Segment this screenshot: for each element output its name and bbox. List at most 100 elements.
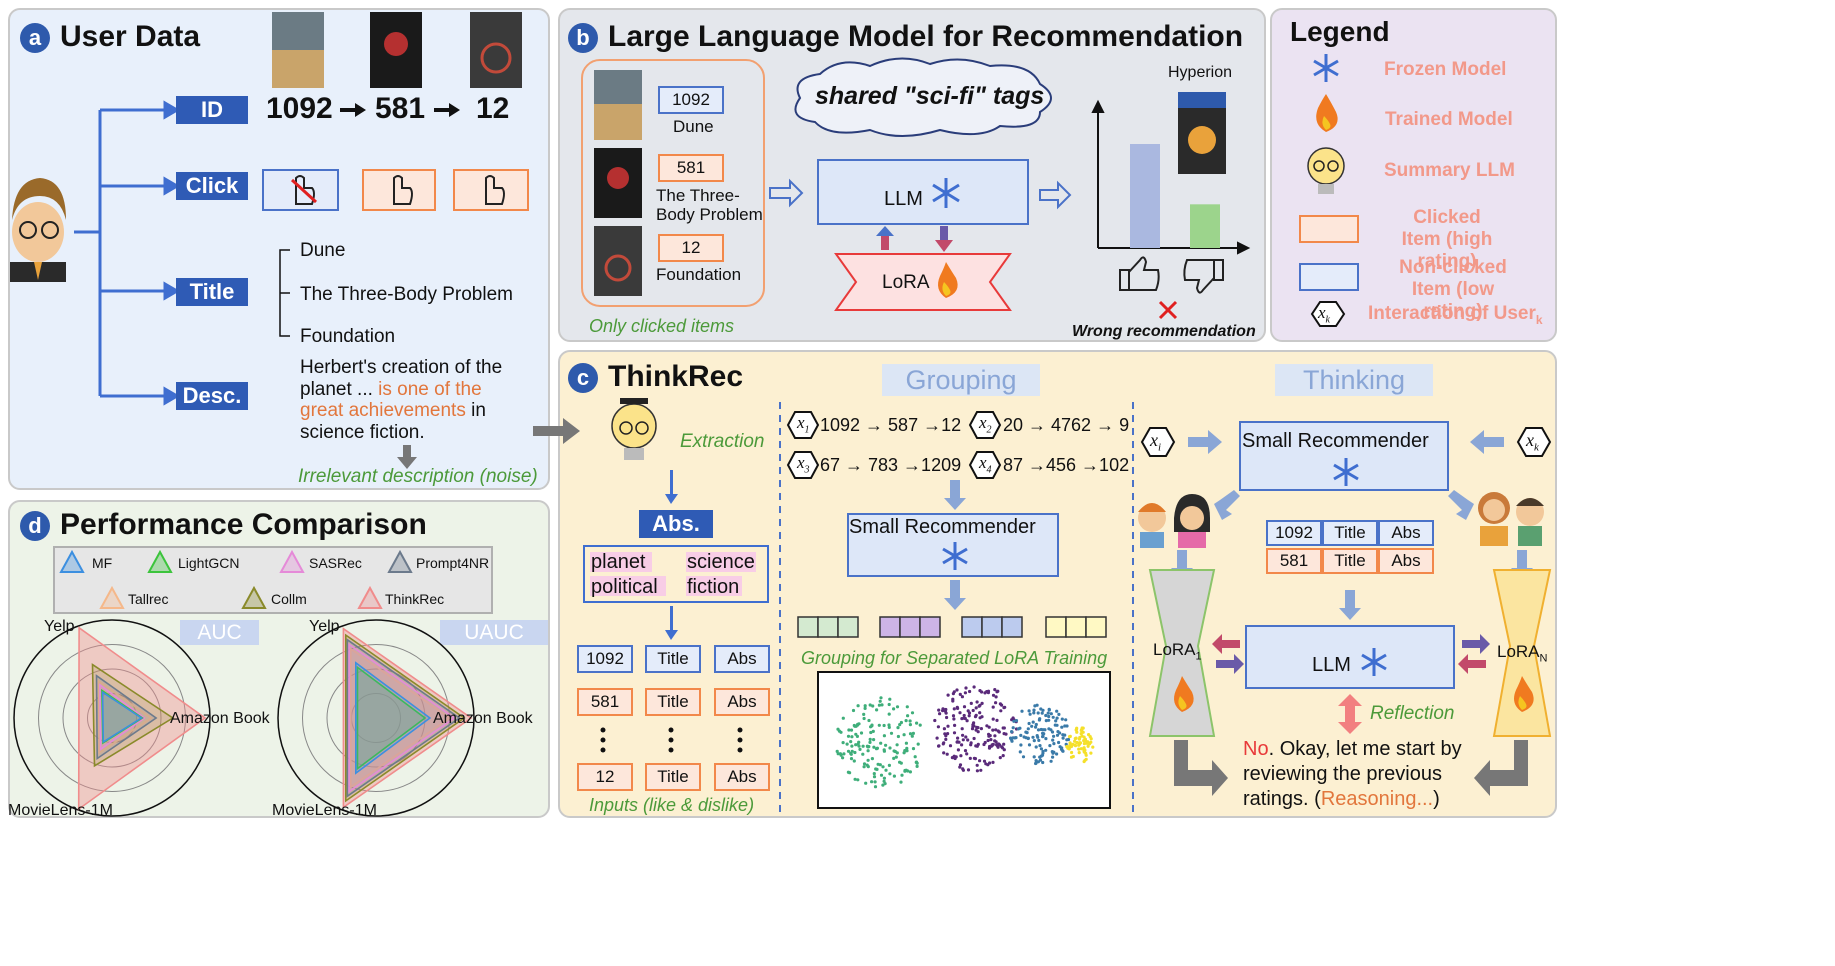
scatter-point xyxy=(1089,737,1093,741)
scatter-point xyxy=(846,749,851,753)
scatter-point xyxy=(1055,716,1059,720)
radar2-axis-movielens: MovieLens-1M xyxy=(272,802,377,819)
scatter-point xyxy=(1038,758,1043,762)
scatter-point xyxy=(1009,736,1013,740)
scatter-point xyxy=(863,704,867,708)
input-row1-id: 1092 xyxy=(577,645,633,673)
scatter-point xyxy=(1055,733,1060,737)
scatter-point xyxy=(1044,737,1048,741)
radar2-axis-yelp: Yelp xyxy=(309,618,340,635)
scatter-point xyxy=(916,742,920,746)
legend-marker-lightgcn xyxy=(147,549,173,573)
legend-clicked-swatch xyxy=(1299,215,1359,243)
scatter-point xyxy=(850,749,854,753)
scatter-point xyxy=(1039,747,1043,751)
scatter-point xyxy=(1010,730,1014,734)
scatter-point xyxy=(988,744,992,749)
scatter-point xyxy=(980,701,984,706)
scatter-point xyxy=(1082,742,1086,746)
scatter-point xyxy=(887,763,892,768)
scatter-point xyxy=(1070,750,1074,755)
scatter-point xyxy=(881,765,885,769)
scatter-point xyxy=(1031,735,1035,739)
scatter-point xyxy=(915,721,919,725)
scatter-point xyxy=(879,696,883,700)
scatter-point xyxy=(868,740,872,745)
radar1-series-mf xyxy=(101,690,143,744)
scatter-point xyxy=(1071,754,1075,759)
think-row1-id: 1092 xyxy=(1266,520,1322,546)
scatter-point xyxy=(836,727,840,731)
book-cover-dune-icon xyxy=(272,12,324,88)
legend-marker-mf xyxy=(59,549,85,573)
scatter-point xyxy=(918,723,922,727)
book-cover-foundation-small-icon xyxy=(594,226,642,296)
panel-b-llm-label: LLM xyxy=(884,188,923,210)
scatter-point xyxy=(879,773,884,777)
scatter-point xyxy=(994,701,998,705)
radar-legend-collm: Collm xyxy=(271,591,307,607)
scatter-point xyxy=(896,726,900,730)
scatter-point xyxy=(1038,744,1042,748)
scatter-point xyxy=(888,746,892,750)
scatter-point xyxy=(904,741,909,745)
scatter-point xyxy=(1019,733,1023,738)
scatter-point xyxy=(942,751,946,755)
scatter-point xyxy=(989,738,993,742)
scatter-point xyxy=(871,729,875,734)
scatter-point xyxy=(888,772,892,776)
scatter-point xyxy=(1044,748,1048,752)
seq-x1: 1092 → 587 →12 xyxy=(820,415,962,435)
user-xk-hexagon-icon xyxy=(1516,427,1552,457)
title-label: Title xyxy=(176,278,248,306)
scatter-point xyxy=(892,756,896,761)
scatter-point xyxy=(978,716,982,720)
scatter-point xyxy=(968,756,972,761)
scatter-point xyxy=(1082,749,1086,753)
scatter-point xyxy=(956,736,960,740)
scatter-point xyxy=(908,732,913,736)
scatter-point xyxy=(1082,746,1086,750)
user-girl-icon xyxy=(1174,494,1210,548)
input-row1-abs: Abs xyxy=(714,645,770,673)
scatter-point xyxy=(991,693,996,697)
scatter-point xyxy=(994,740,998,744)
scatter-point xyxy=(862,712,866,717)
scatter-point xyxy=(853,777,857,781)
scatter-point xyxy=(1080,726,1084,730)
scatter-point xyxy=(898,760,902,764)
input-row1-title: Title xyxy=(645,645,701,673)
snowflake-icon xyxy=(932,178,960,208)
scatter-point xyxy=(835,749,839,754)
scatter-point xyxy=(863,706,867,711)
scatter-point xyxy=(1035,734,1039,738)
scatter-point xyxy=(1004,732,1008,736)
scatter-point xyxy=(1048,744,1052,748)
scatter-point xyxy=(995,718,999,723)
scatter-point xyxy=(849,740,853,744)
scatter-point xyxy=(1041,728,1045,732)
radar1-axis-movielens: MovieLens-1M xyxy=(8,802,113,819)
scatter-point xyxy=(861,744,865,748)
inputs-caption: Inputs (like & dislike) xyxy=(589,795,755,815)
small-rec-label-2: Small Recommender xyxy=(1242,430,1429,452)
legend-marker-collm xyxy=(241,585,267,609)
panel-b-item-id-3: 12 xyxy=(658,234,724,262)
reason-line-1: . Okay, let me start by xyxy=(1268,738,1462,760)
radar-legend-mf: MF xyxy=(92,555,113,571)
id-label: ID xyxy=(176,96,248,124)
scatter-point xyxy=(1054,719,1058,723)
scatter-point xyxy=(1057,712,1061,717)
scatter-point xyxy=(842,752,846,756)
scatter-point xyxy=(1032,711,1036,715)
scatter-point xyxy=(1060,746,1064,750)
desc-line-1: Herbert's creation of the xyxy=(300,357,503,378)
small-rec-label-1: Small Recommender xyxy=(849,516,1036,538)
scatter-point xyxy=(884,768,888,772)
scatter-point xyxy=(993,688,997,692)
scatter-point xyxy=(966,738,970,742)
scatter-point xyxy=(871,704,875,708)
